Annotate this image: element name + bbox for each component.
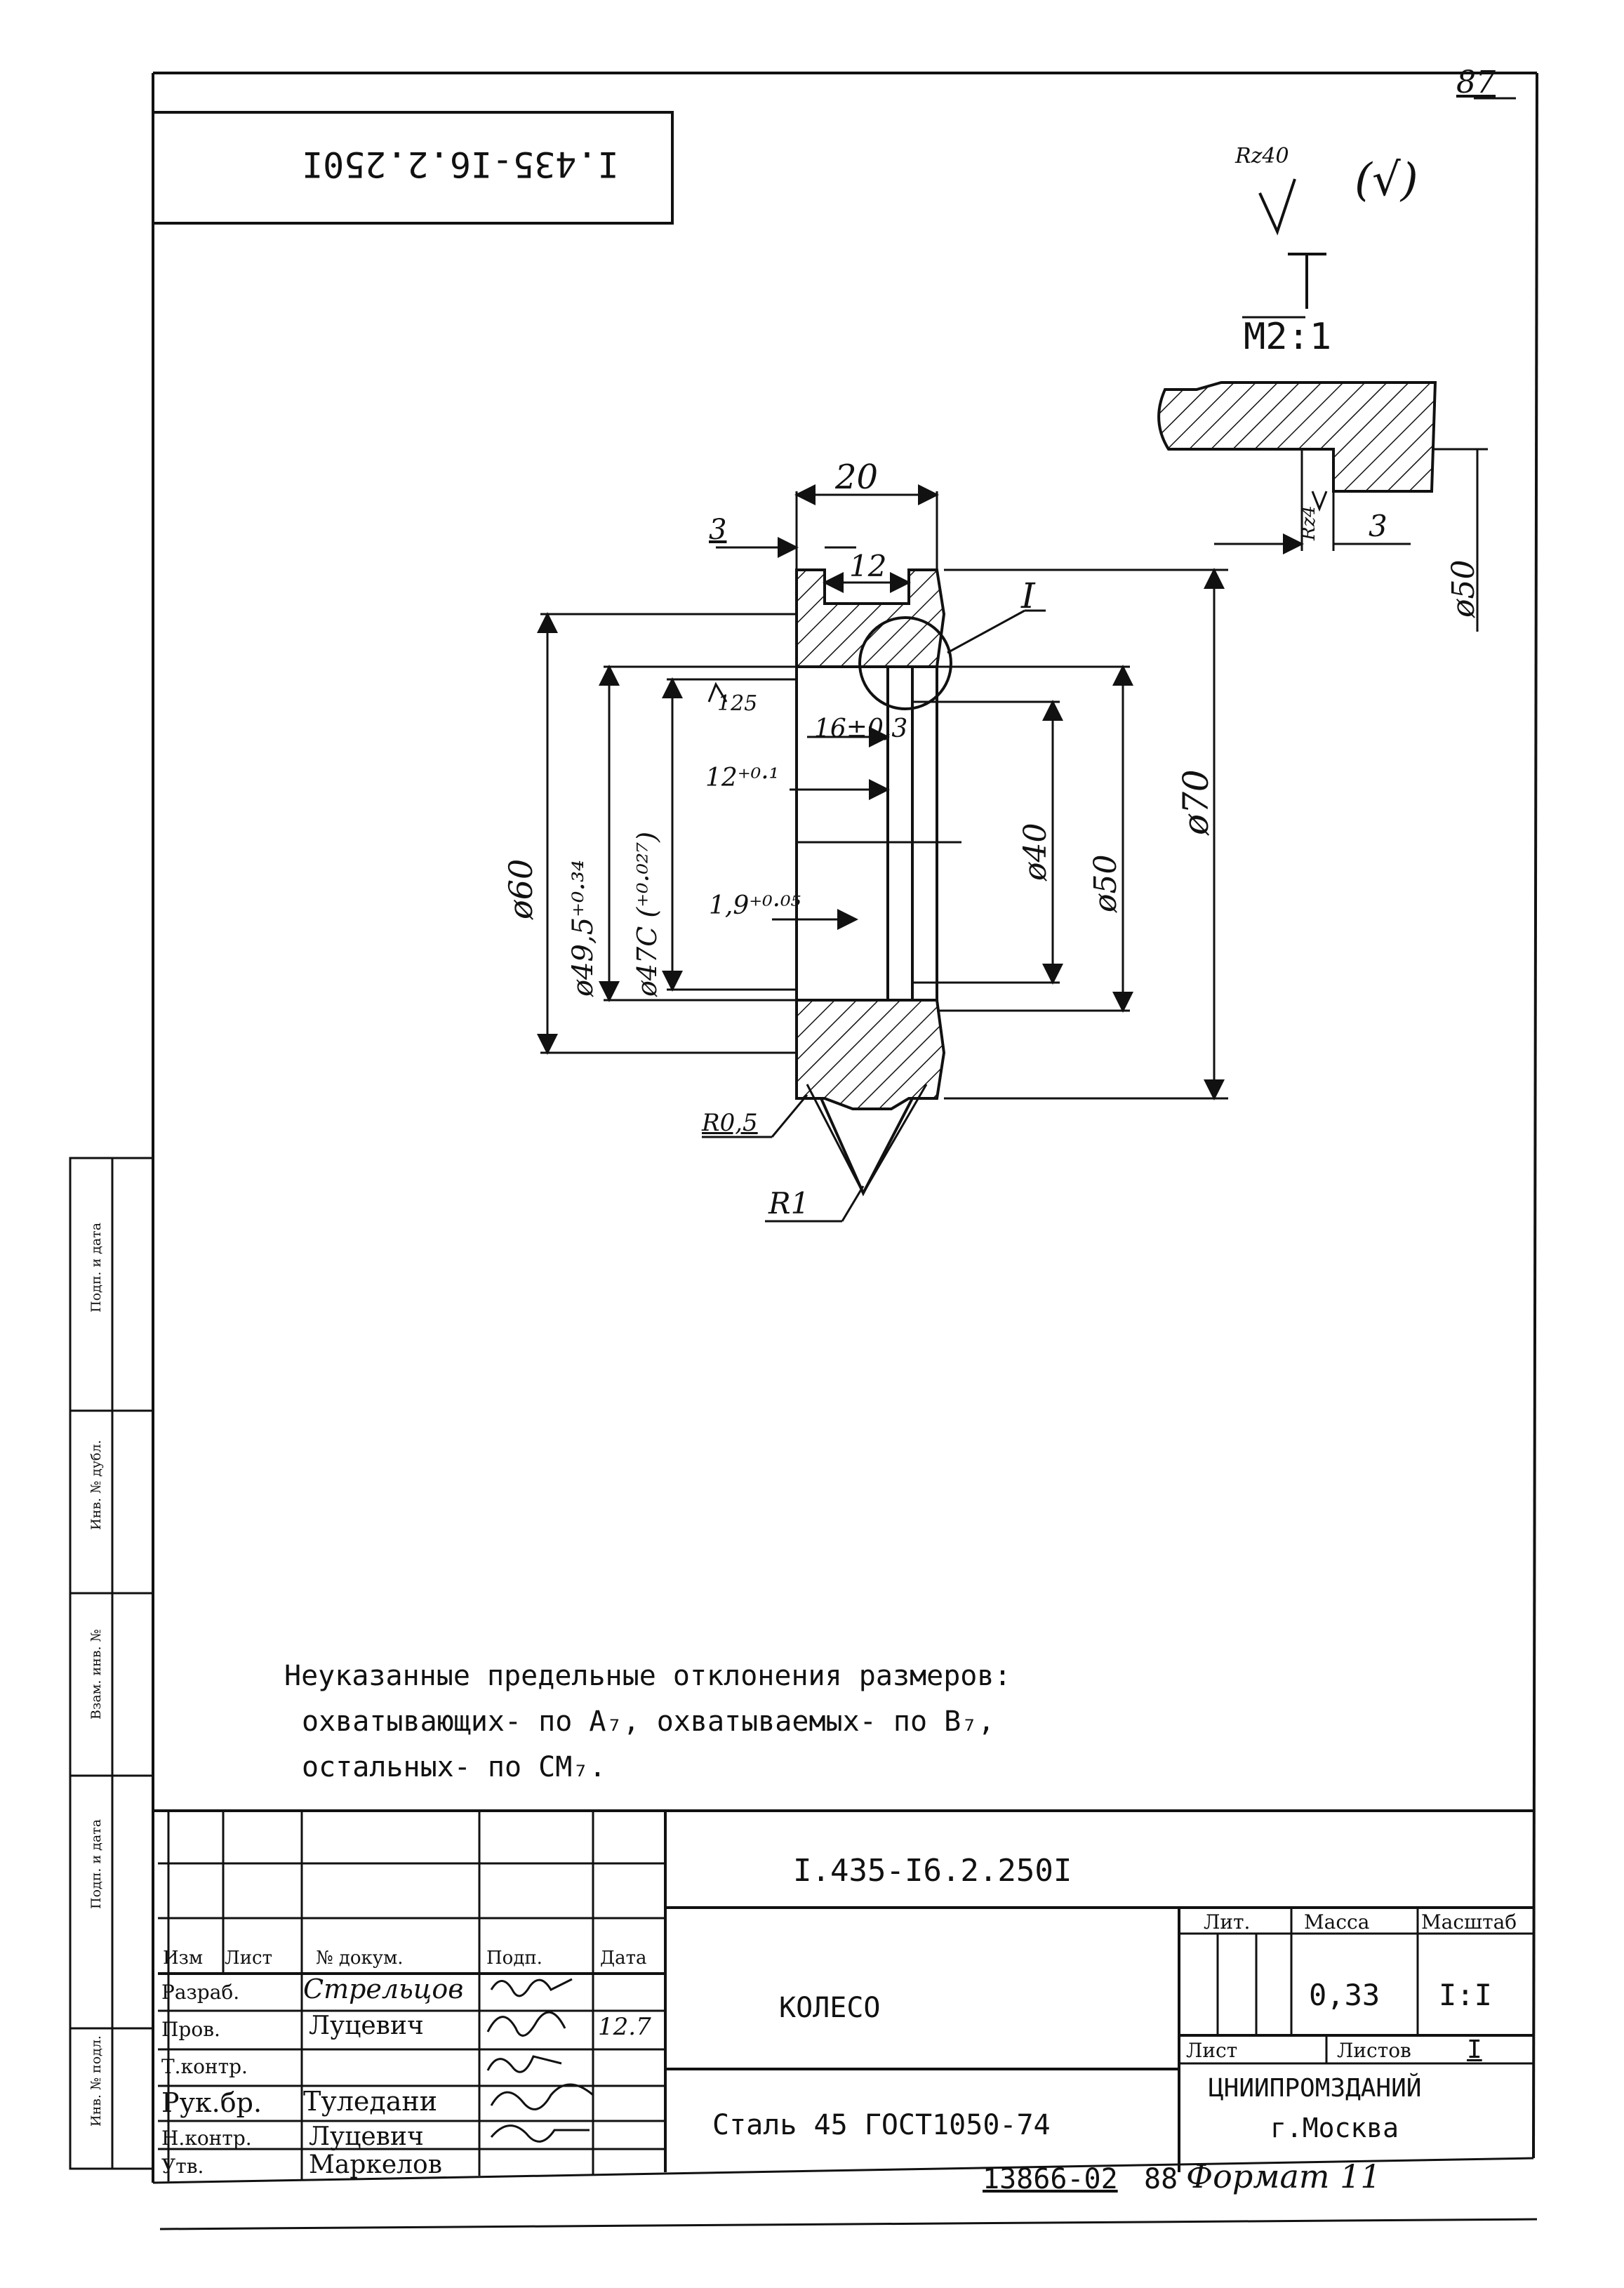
tb-role-2: Пров. — [161, 2018, 220, 2041]
note-line-1: Неуказанные предельные отклонения размер… — [284, 1660, 1011, 1692]
tb-header-scale: Масштаб — [1421, 1910, 1517, 1934]
bottom-sheet-index: 88 — [1144, 2163, 1178, 2195]
tb-role-5: Н.контр. — [161, 2127, 252, 2150]
tb-sheets-value: I — [1467, 2035, 1482, 2064]
tb-role-1: Разраб. — [161, 1981, 240, 2004]
tb-material: Сталь 45 ГОСТ1050-74 — [712, 2109, 1051, 2141]
tb-header-sheets: Листов — [1337, 2039, 1411, 2062]
roughness-125: 125 — [717, 691, 758, 716]
dim-16: 16±0,3 — [814, 714, 908, 743]
side-stamp-frame — [69, 1157, 154, 2170]
signatures — [486, 1978, 594, 2143]
dia-49-5: ø49,5⁺⁰·³⁴ — [567, 859, 599, 997]
tb-role-3: Т.контр. — [161, 2055, 248, 2078]
leader-i-label: I — [1021, 576, 1035, 616]
radius-r1: R1 — [768, 1186, 810, 1221]
dim-1-9: 1,9⁺⁰·⁰⁵ — [709, 891, 801, 920]
detail-dim-3: 3 — [1369, 509, 1387, 543]
dia-47c: ø47C (⁺⁰·⁰²⁷) — [632, 831, 663, 997]
bottom-format-label: Формат 11 — [1186, 2157, 1381, 2195]
tb-name-1: Стрельцов — [303, 1974, 464, 2004]
tb-header-list: Лист — [225, 1948, 272, 1969]
detail-view-scale: M2:1 — [1244, 316, 1332, 358]
tb-header-date: Дата — [600, 1948, 647, 1969]
page-number: 87 — [1456, 65, 1496, 100]
side-field-2: Инв. № дубл. — [88, 1439, 104, 1530]
tb-name-6: Маркелов — [309, 2150, 442, 2179]
radius-r05: R0,5 — [702, 1109, 758, 1137]
tb-part-name: КОЛЕСО — [779, 1992, 881, 2024]
tb-designation: I.435-I6.2.250I — [793, 1853, 1072, 1889]
side-field-3: Взам. инв. № — [88, 1629, 104, 1720]
tb-name-2: Луцевич — [309, 2011, 424, 2040]
bottom-archive-number: 13866-02 — [983, 2163, 1118, 2195]
detail-dia-50: ø50 — [1446, 559, 1482, 618]
tb-header-podp: Подп. — [486, 1948, 543, 1969]
tb-header-izm: Изм — [163, 1948, 204, 1969]
part-section — [795, 568, 1025, 1197]
designation-box — [152, 111, 674, 225]
side-field-4: Подп. и дата — [88, 1818, 104, 1909]
dim-12-tol: 12⁺⁰·¹ — [705, 764, 780, 792]
tb-header-doc: № докум. — [316, 1948, 404, 1969]
roughness-symbol: Rz40 — [1235, 144, 1289, 168]
tb-name-5: Луцевич — [309, 2122, 424, 2151]
tb-city: г.Москва — [1270, 2113, 1399, 2143]
dimension-lines — [537, 484, 1228, 1223]
dia-60: ø60 — [502, 858, 540, 919]
tb-mass-value: 0,33 — [1309, 1978, 1380, 2012]
side-field-1: Подп. и дата — [88, 1222, 104, 1312]
roughness-bracket: (√) — [1355, 154, 1418, 206]
detail-view — [1157, 253, 1488, 632]
dia-50-inner: ø50 — [1088, 854, 1124, 912]
tb-header-mass: Масса — [1304, 1910, 1370, 1934]
roughness-check-icon — [1258, 178, 1296, 236]
tb-sign-date: 12.7 — [598, 2013, 651, 2041]
detail-rz: Rz4 — [1298, 505, 1319, 540]
designation-mirrored: I.435-I6.2.250I — [302, 144, 619, 185]
note-line-3: остальных- по CM₇. — [302, 1751, 606, 1783]
dia-40: ø40 — [1018, 823, 1053, 881]
dia-70: ø70 — [1176, 769, 1216, 835]
note-line-2: охватывающих- по A₇, охватываемых- по B₇… — [302, 1705, 995, 1738]
dim-width-20: 20 — [835, 458, 879, 497]
dim-3: 3 — [709, 514, 727, 546]
tb-role-6: Утв. — [161, 2155, 204, 2178]
tb-organization: ЦНИИПРОМЗДАНИЙ — [1209, 2074, 1422, 2103]
dim-12: 12 — [849, 549, 887, 583]
tb-scale-value: I:I — [1439, 1978, 1492, 2012]
tb-header-sheet: Лист — [1186, 2039, 1238, 2062]
title-block-frame — [153, 1809, 1533, 2181]
tb-name-4: Туледани — [303, 2086, 438, 2117]
tb-header-lit: Лит. — [1204, 1910, 1251, 1934]
tb-role-4: Рук.бр. — [161, 2087, 262, 2118]
side-field-5: Инв. № подл. — [88, 2035, 104, 2127]
